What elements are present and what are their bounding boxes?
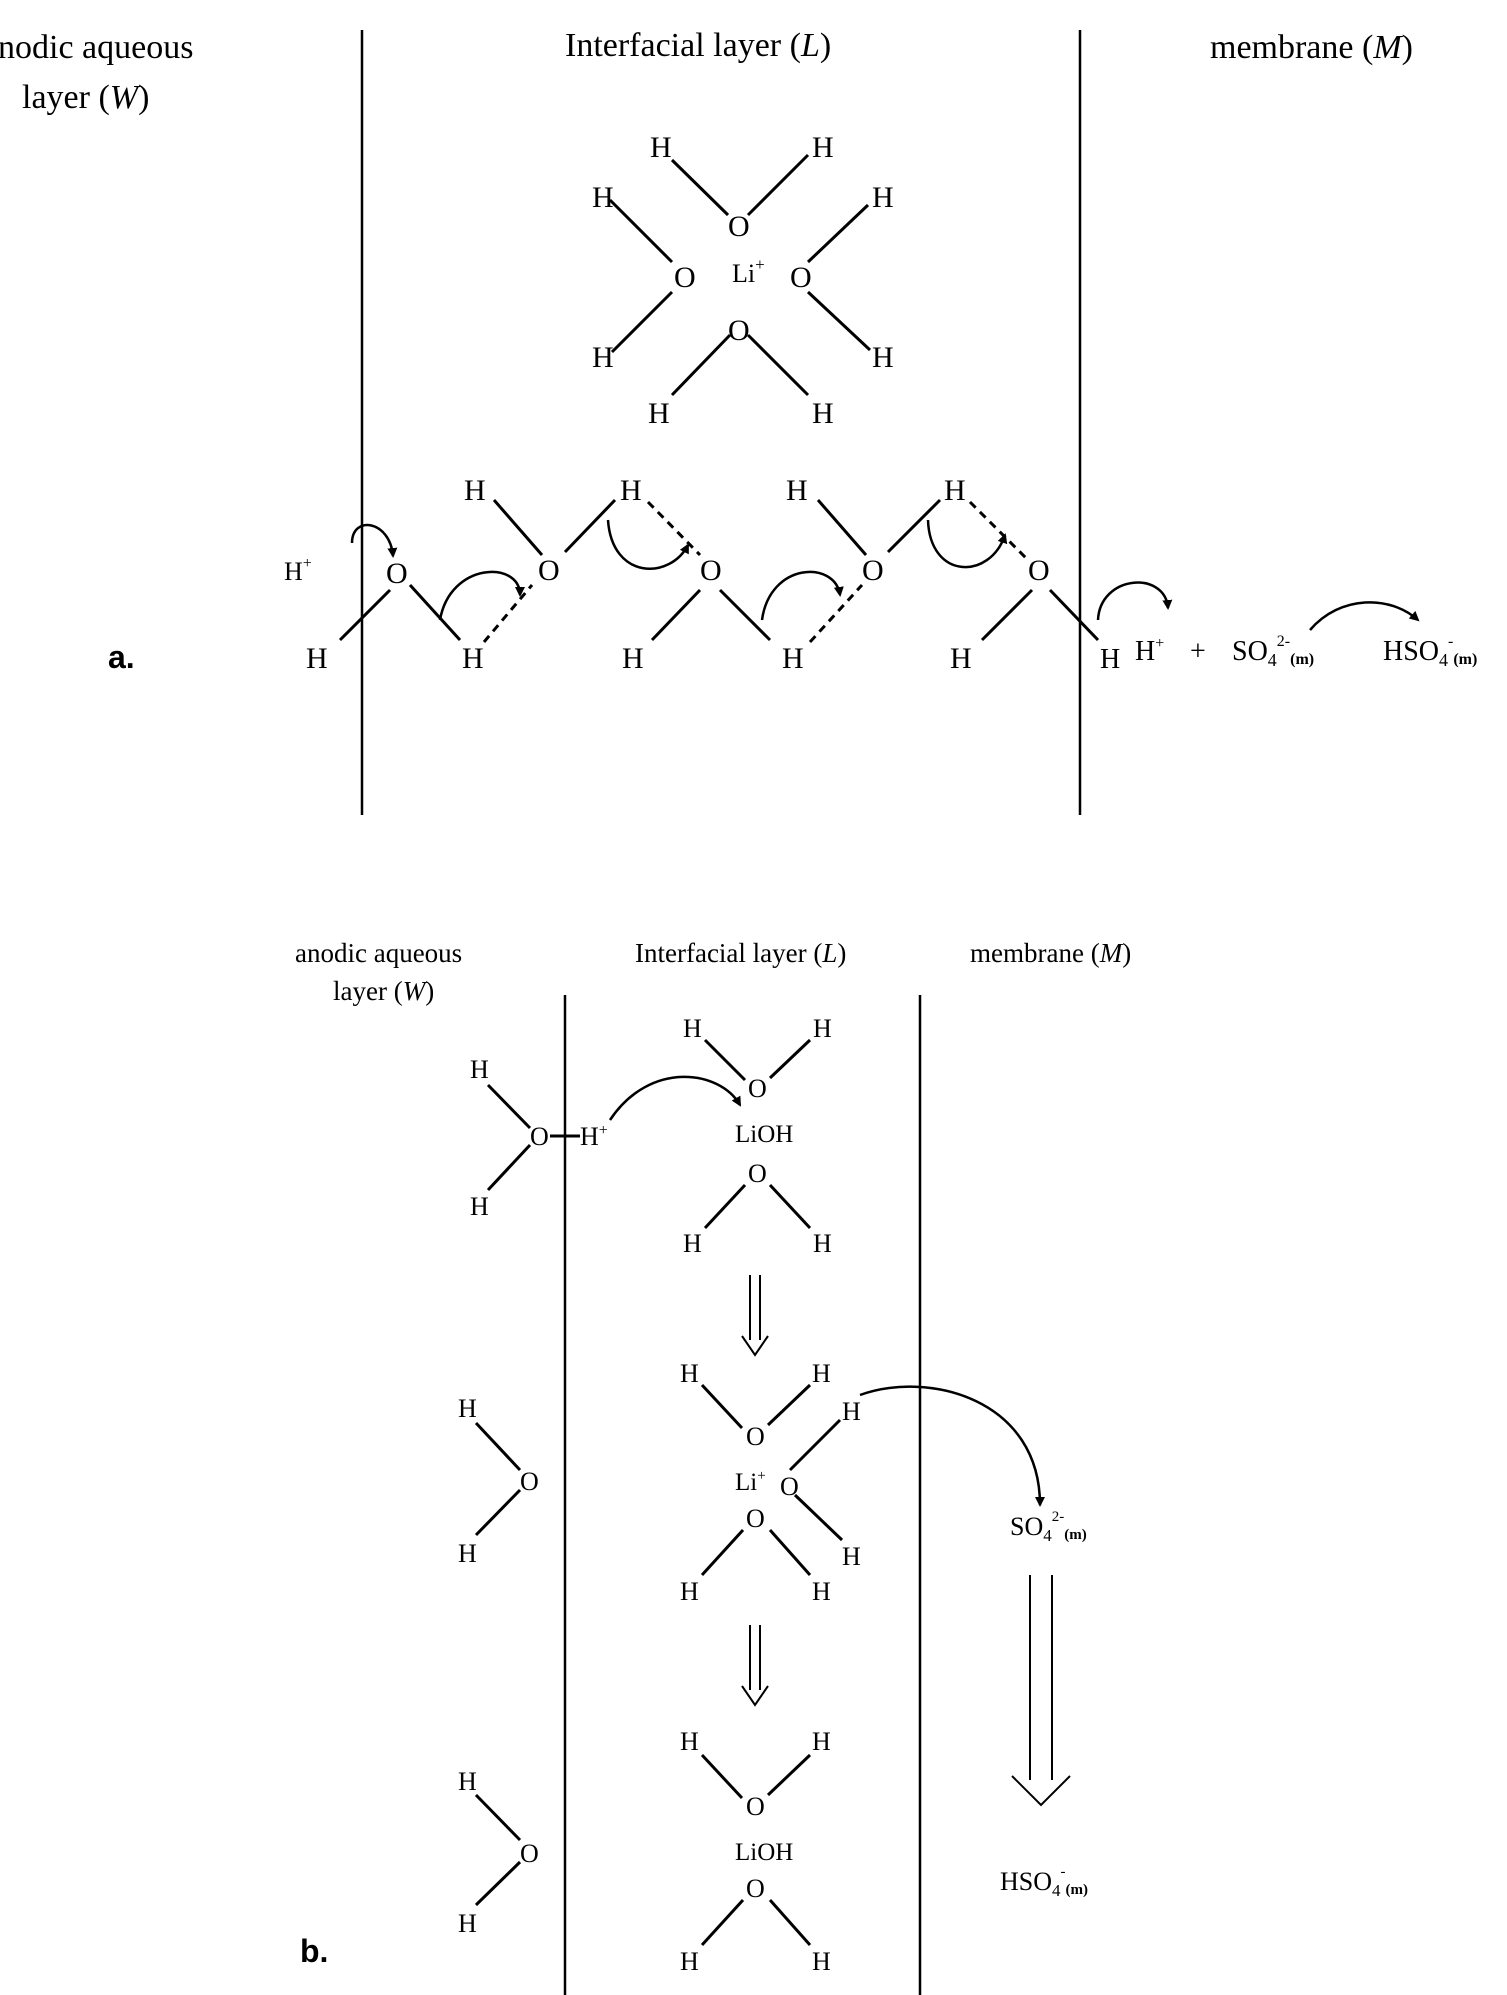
panel-a-header-aqueous-line2: layer (W) bbox=[22, 79, 149, 116]
atom-h: H bbox=[683, 1014, 702, 1043]
atom-h: H bbox=[813, 1014, 832, 1043]
atom-h: H bbox=[680, 1727, 699, 1756]
proton: H+ bbox=[1135, 635, 1164, 667]
atom-o: O bbox=[790, 261, 812, 294]
atom-h: H bbox=[470, 1192, 489, 1221]
bisulfate-m: HSO4-(m) bbox=[1000, 1864, 1088, 1900]
atom-o: O bbox=[386, 557, 408, 590]
atom-o: O bbox=[538, 554, 560, 587]
lioh: LiOH bbox=[735, 1121, 793, 1148]
plus-sign: + bbox=[1190, 636, 1206, 667]
atom-h: H bbox=[812, 1577, 831, 1606]
atom-h: H bbox=[872, 181, 894, 214]
atom-o: O bbox=[700, 554, 722, 587]
atom-o: O bbox=[746, 1504, 765, 1533]
atom-h: H bbox=[650, 131, 672, 164]
panel-a-header-aqueous-line1: nodic aqueous bbox=[0, 29, 193, 66]
atom-h: H bbox=[470, 1055, 489, 1084]
panel-a-header-interfacial: Interfacial layer (L) bbox=[565, 27, 831, 64]
sulfate-m: SO42-(m) bbox=[1232, 633, 1314, 670]
proton: H+ bbox=[580, 1122, 608, 1151]
atom-o: O bbox=[748, 1074, 767, 1103]
atom-o: O bbox=[748, 1159, 767, 1188]
sulfate-m: SO42-(m) bbox=[1010, 1509, 1087, 1545]
atom-h: H bbox=[813, 1229, 832, 1258]
li-ion: Li+ bbox=[732, 255, 765, 288]
atom-o: O bbox=[530, 1122, 549, 1151]
atom-h: H bbox=[306, 642, 328, 675]
atom-h: H bbox=[812, 1359, 831, 1388]
atom-h: H bbox=[680, 1947, 699, 1976]
atom-h: H bbox=[680, 1359, 699, 1388]
panel-b-header-interfacial: Interfacial layer (L) bbox=[635, 938, 846, 968]
atom-h: H bbox=[462, 642, 484, 675]
panel-b-header-aqueous-line2: layer (W) bbox=[333, 976, 434, 1006]
atom-h: H bbox=[812, 131, 834, 164]
atom-h: H bbox=[458, 1394, 477, 1423]
panel-b-stage-3: H O H H H O LiOH O H H HSO4-(m) bbox=[458, 1727, 1088, 1976]
atom-h: H bbox=[812, 1947, 831, 1976]
atom-o: O bbox=[746, 1422, 765, 1451]
panel-a-label: a. bbox=[108, 639, 135, 675]
atom-h: H bbox=[592, 181, 614, 214]
panel-a-water-chain: H+ O H H O H H O H H O H bbox=[284, 474, 1173, 675]
atom-o: O bbox=[674, 261, 696, 294]
atom-h: H bbox=[458, 1767, 477, 1796]
atom-o: O bbox=[780, 1472, 799, 1501]
panel-a-header-membrane: membrane (M) bbox=[1210, 29, 1413, 66]
panel-b-stage-2: H O H H H O Li+ O H H O H H SO42-(m) bbox=[458, 1359, 1087, 1606]
panel-a-membrane-reaction: H+ + SO42-(m) HSO4-(m) bbox=[1135, 601, 1477, 670]
proton-left: H+ bbox=[284, 555, 312, 586]
panel-a: nodic aqueous layer (W) Interfacial laye… bbox=[0, 27, 1477, 815]
atom-h: H bbox=[458, 1539, 477, 1568]
panel-b-header-membrane: membrane (M) bbox=[970, 938, 1131, 968]
bisulfate-m: HSO4-(m) bbox=[1383, 633, 1477, 670]
atom-h: H bbox=[592, 341, 614, 374]
panel-b-transition-arrow-2 bbox=[741, 1625, 769, 1707]
panel-b-membrane-arrow bbox=[1011, 1575, 1071, 1807]
atom-h: H bbox=[620, 474, 642, 507]
atom-o: O bbox=[520, 1467, 539, 1496]
atom-h: H bbox=[950, 642, 972, 675]
atom-h: H bbox=[464, 474, 486, 507]
atom-h: H bbox=[812, 1727, 831, 1756]
atom-h: H bbox=[872, 341, 894, 374]
atom-h: H bbox=[842, 1542, 861, 1571]
panel-b-header-aqueous-line1: anodic aqueous bbox=[295, 938, 462, 968]
atom-h: H bbox=[680, 1577, 699, 1606]
atom-h: H bbox=[786, 474, 808, 507]
atom-o: O bbox=[746, 1792, 765, 1821]
atom-o: O bbox=[520, 1839, 539, 1868]
atom-h: H bbox=[842, 1397, 861, 1426]
atom-o: O bbox=[728, 210, 750, 243]
atom-h: H bbox=[782, 642, 804, 675]
panel-a-li-cluster: H H H H O O Li+ O O H H H H bbox=[592, 131, 894, 430]
atom-o: O bbox=[728, 314, 750, 347]
atom-h: H bbox=[683, 1229, 702, 1258]
atom-h: H bbox=[648, 397, 670, 430]
atom-o: O bbox=[746, 1874, 765, 1903]
atom-o: O bbox=[862, 554, 884, 587]
panel-b-label: b. bbox=[300, 1933, 328, 1969]
atom-h: H bbox=[458, 1909, 477, 1938]
atom-h: H bbox=[1100, 644, 1120, 675]
panel-b-stage-1: H O H H+ H H O LiOH O H H bbox=[470, 1014, 832, 1258]
atom-h: H bbox=[812, 397, 834, 430]
atom-h: H bbox=[944, 474, 966, 507]
panel-b-transition-arrow-1 bbox=[741, 1275, 769, 1357]
panel-b: anodic aqueous layer (W) Interfacial lay… bbox=[295, 938, 1131, 1995]
atom-o: O bbox=[1028, 554, 1050, 587]
atom-h: H bbox=[622, 642, 644, 675]
lioh: LiOH bbox=[735, 1839, 793, 1866]
li-ion: Li+ bbox=[735, 1468, 766, 1496]
